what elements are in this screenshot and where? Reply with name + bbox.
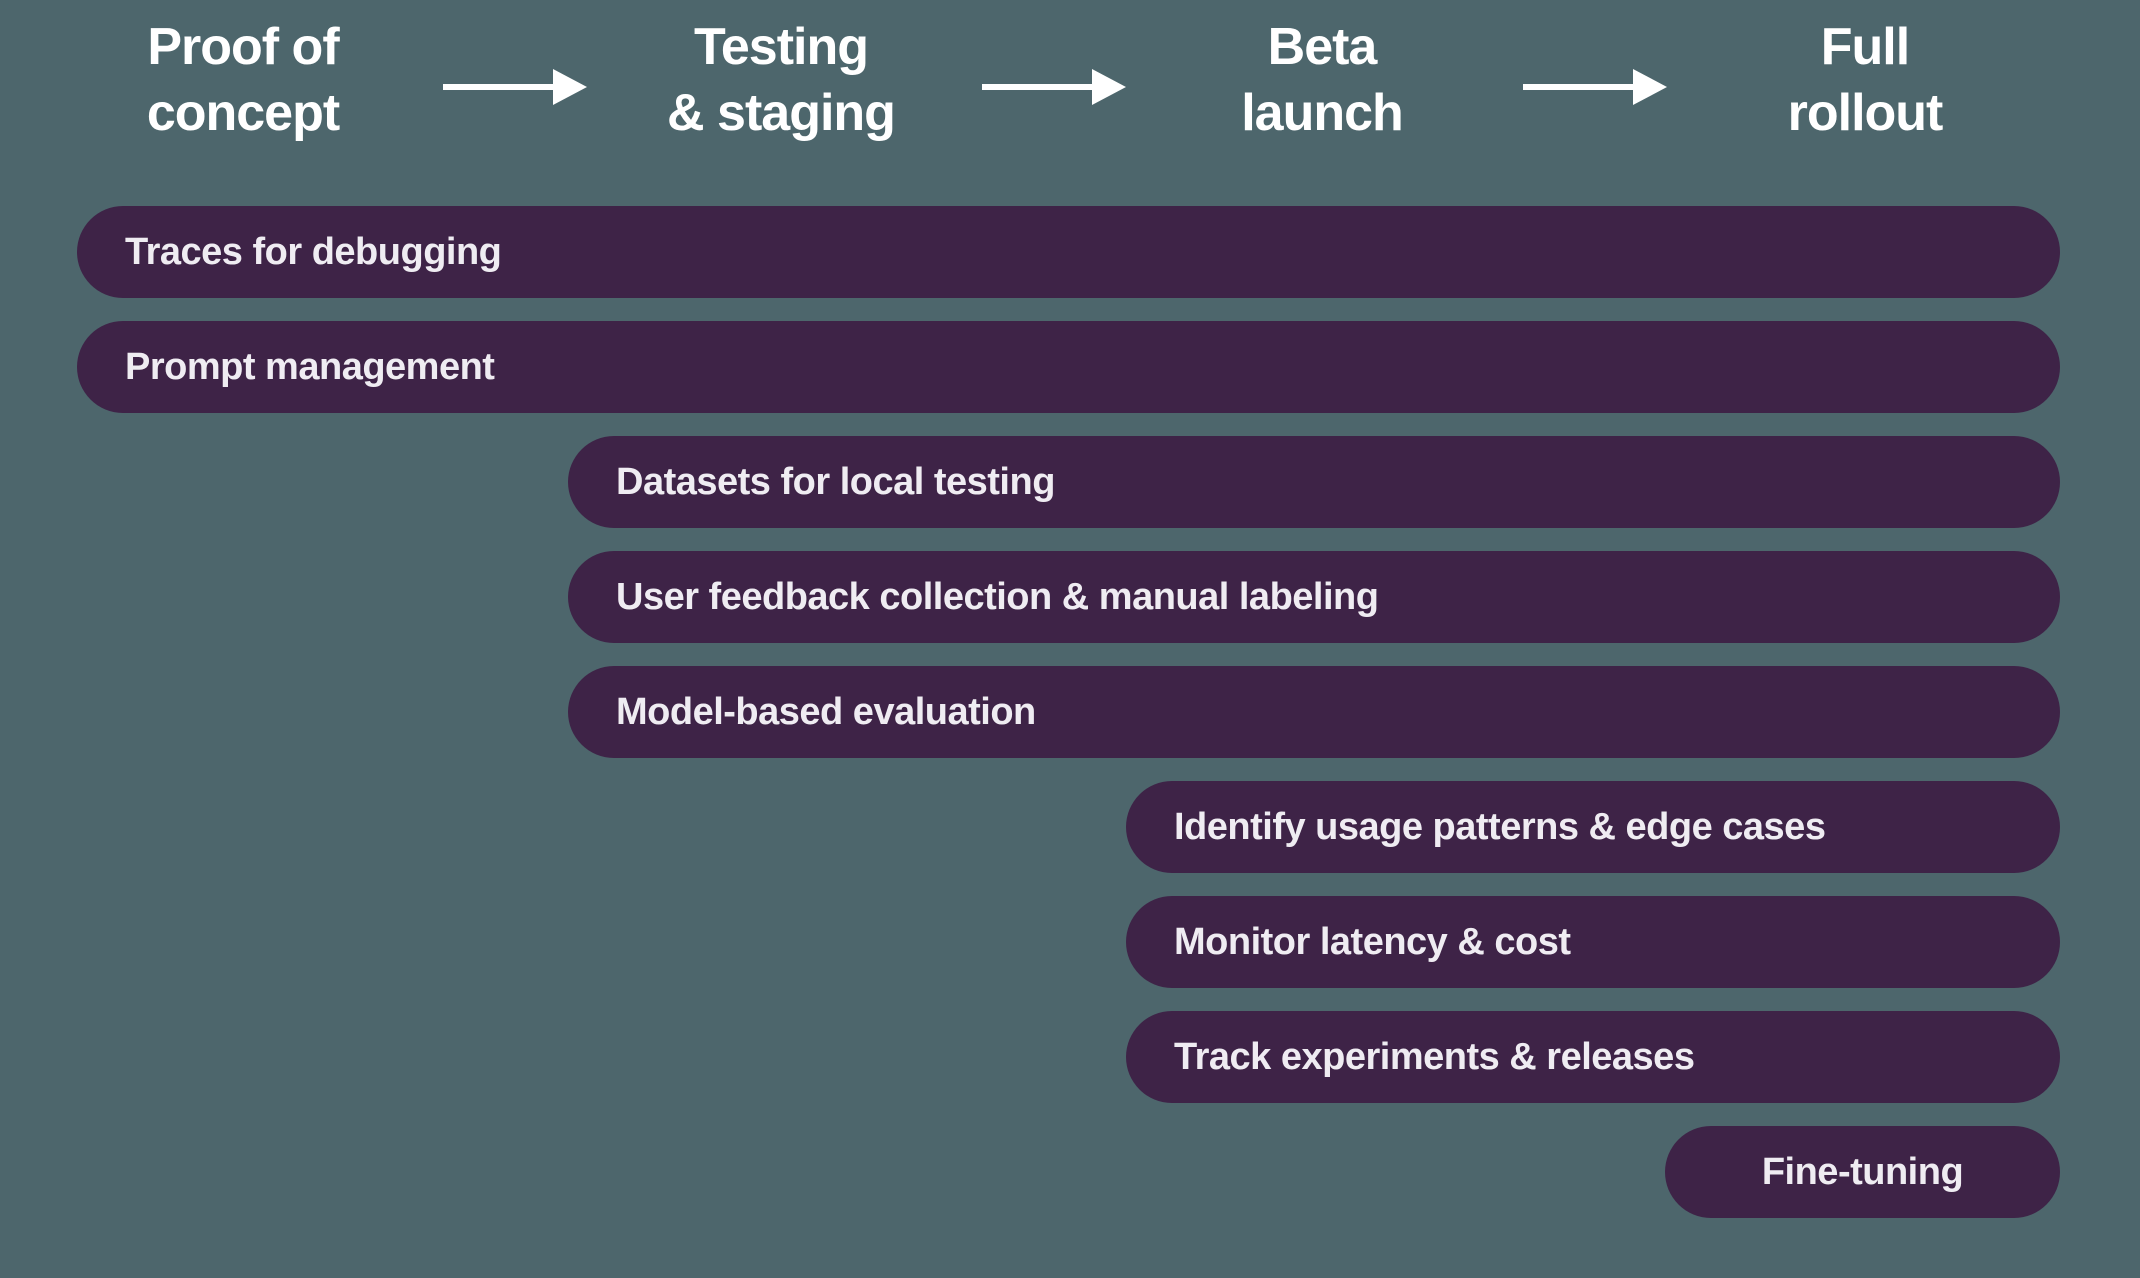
phase-label-testing-staging: Testing & staging (521, 14, 1041, 146)
phase-label-proof-of-concept: Proof of concept (0, 14, 503, 146)
feature-bar-label: Identify usage patterns & edge cases (1174, 805, 1826, 848)
feature-bar-label: User feedback collection & manual labeli… (616, 575, 1379, 618)
feature-bar: User feedback collection & manual labeli… (568, 551, 2060, 643)
feature-bar: Model-based evaluation (568, 666, 2060, 758)
feature-bar: Datasets for local testing (568, 436, 2060, 528)
phase-label-line2: concept (146, 84, 340, 142)
feature-bar: Identify usage patterns & edge cases (1126, 781, 2060, 873)
feature-bar-label: Traces for debugging (125, 230, 502, 273)
phase-label-line2: rollout (1787, 84, 1944, 142)
phase-label-line2: & staging (667, 84, 896, 142)
phase-label-line1: Testing (693, 18, 869, 76)
feature-bar-label: Datasets for local testing (616, 460, 1055, 503)
right-arrow-icon (443, 67, 587, 107)
feature-bar: Monitor latency & cost (1126, 896, 2060, 988)
feature-bar-label: Prompt management (125, 345, 495, 388)
feature-bar: Fine-tuning (1665, 1126, 2060, 1218)
phase-label-line1: Full (1820, 18, 1910, 76)
feature-bar: Track experiments & releases (1126, 1011, 2060, 1103)
phase-label-line1: Beta (1267, 18, 1378, 76)
phase-label-line1: Proof of (147, 18, 339, 76)
feature-bar-label: Fine-tuning (1761, 1150, 1964, 1193)
right-arrow-icon (982, 67, 1126, 107)
phase-label-full-rollout: Full rollout (1605, 14, 2125, 146)
right-arrow-icon (1523, 67, 1667, 107)
feature-bar: Traces for debugging (77, 206, 2060, 298)
feature-bar-label: Track experiments & releases (1174, 1035, 1695, 1078)
feature-bar-label: Model-based evaluation (616, 690, 1036, 733)
phase-label-line2: launch (1241, 84, 1404, 142)
phase-label-beta-launch: Beta launch (1062, 14, 1582, 146)
feature-bar: Prompt management (77, 321, 2060, 413)
feature-bar-label: Monitor latency & cost (1174, 920, 1571, 963)
